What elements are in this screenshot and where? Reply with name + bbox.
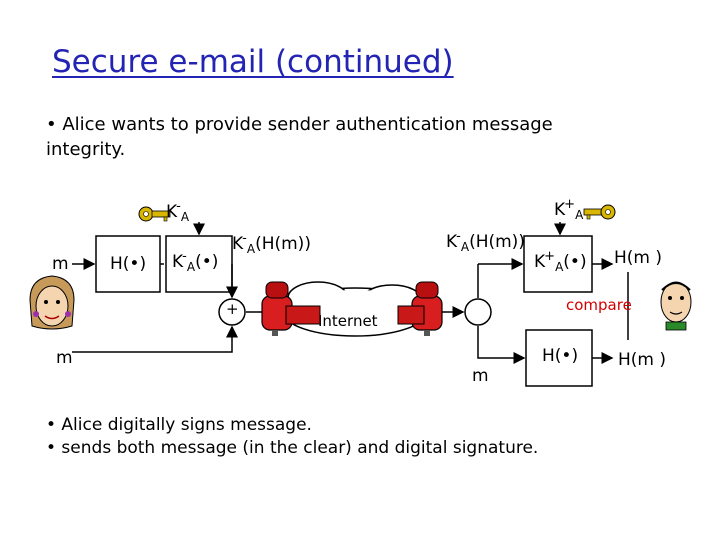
signed-hash-label-right: K-A(H(m)) [446,229,525,254]
signed-hash-label-left: K-A(H(m)) [232,231,311,256]
computed-hash-label: H(m ) [618,350,667,370]
concat-circle [218,298,246,326]
compare-label: compare [566,296,632,314]
mailbox-right-icon [397,281,443,336]
message-label-right: m [472,366,489,386]
encrypt-box-label: K-A(•) [172,249,219,274]
private-key-label: K-A [166,199,190,224]
decrypt-box [523,235,593,293]
message-label-left: m [52,254,69,274]
message-label-left-bottom: m [56,348,73,368]
intro-text: • Alice wants to provide sender authenti… [46,114,553,160]
encrypt-box [165,235,233,293]
public-key-label: K+A [554,197,584,222]
bullet-item: • Alice digitally signs message. [46,415,312,435]
mailbox-left-icon [261,281,321,336]
internet-label: Internet [318,312,378,330]
alice-face-icon [29,275,75,330]
summary-bullets: • Alice digitally signs message. • sends… [46,414,538,460]
private-key-icon [138,206,171,222]
decrypted-hash-label: H(m ) [614,248,663,268]
slide-title: Secure e-mail (continued) [52,44,454,80]
bob-face-icon [660,281,692,331]
public-key-icon [583,204,616,220]
hash-function-label-right: H(•) [542,346,579,366]
plus-sign: + [226,300,239,318]
bullet-item: • sends both message (in the clear) and … [46,438,539,458]
hash-function-label: H(•) [110,254,147,274]
split-circle [464,298,492,326]
decrypt-box-label: K+A(•) [534,249,587,274]
hash-box-left [95,235,161,293]
